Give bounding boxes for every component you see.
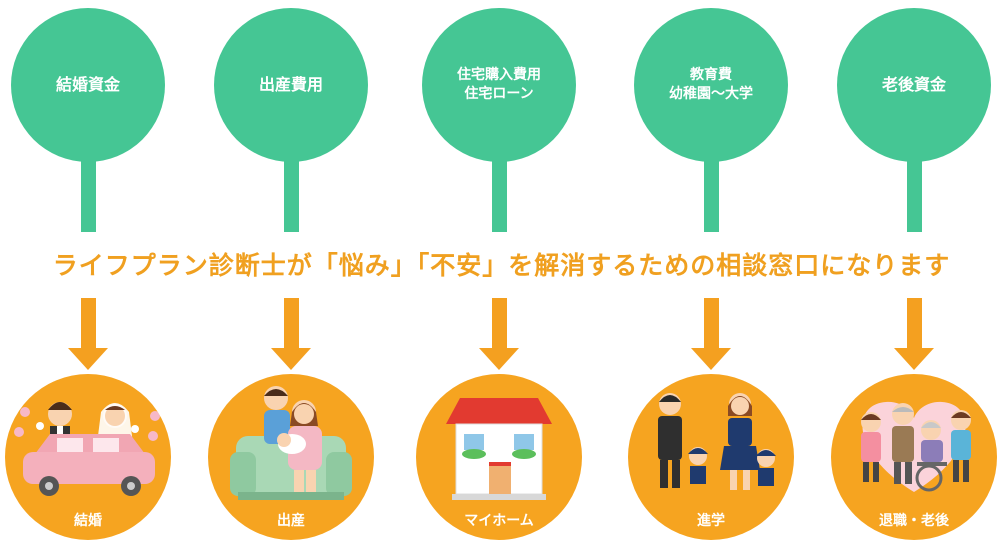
life-event-circle-housing: マイホーム [416,374,582,540]
arrow-head-icon [68,348,108,370]
connector-stem [492,150,507,232]
connector-stem [907,150,922,232]
column-housing: 住宅購入費用 住宅ローン マイホーム [414,0,584,549]
arrow-down-icon [704,298,719,350]
life-event-label: 退職・老後 [879,513,949,529]
life-event-label: マイホーム [464,513,534,529]
arrow-head-icon [271,348,311,370]
arrow-down-icon [492,298,507,350]
family-sofa-icon [230,386,352,500]
expense-label: 結婚資金 [55,75,120,95]
expense-label: 住宅購入費用 [457,67,541,84]
arrow-down-icon [907,298,922,350]
expense-circle-marriage: 結婚資金 [11,8,165,162]
expense-circle-education: 教育費 幼稚園〜大学 [634,8,788,162]
column-education: 教育費 幼稚園〜大学 進学 [626,0,796,549]
life-event-label: 進学 [697,513,725,529]
expense-circle-housing: 住宅購入費用 住宅ローン [422,8,576,162]
life-event-circle-retirement: 退職・老後 [831,374,997,540]
expense-circle-retirement: 老後資金 [837,8,991,162]
expense-label: 出産費用 [258,75,323,95]
life-event-circle-childbirth: 出産 [208,374,374,540]
expense-label: 教育費 [690,67,732,84]
expense-label: 老後資金 [881,75,946,95]
connector-stem [704,150,719,232]
life-event-circle-marriage: 結婚 [5,374,171,540]
column-marriage: 結婚資金 結婚 [3,0,173,549]
arrow-down-icon [81,298,96,350]
expense-sublabel: 住宅ローン [464,86,534,102]
column-retirement: 老後資金 退職・老後 [829,0,999,549]
elderly-care-icon [861,401,971,492]
house-icon [446,398,552,500]
column-childbirth: 出産費用 出産 [206,0,376,549]
connector-stem [81,150,96,232]
arrow-down-icon [284,298,299,350]
arrow-head-icon [479,348,519,370]
connector-stem [284,150,299,232]
expense-sublabel: 幼稚園〜大学 [669,86,753,102]
arrow-head-icon [691,348,731,370]
arrow-head-icon [894,348,934,370]
life-event-label: 結婚 [74,513,102,529]
wedding-car-icon [14,402,160,496]
expense-circle-childbirth: 出産費用 [214,8,368,162]
students-icon [658,393,776,490]
life-event-label: 出産 [277,513,305,529]
life-event-circle-education: 進学 [628,374,794,540]
tagline: ライフプラン診断士が「悩み」「不安」を解消するための相談窓口になります [52,251,951,280]
